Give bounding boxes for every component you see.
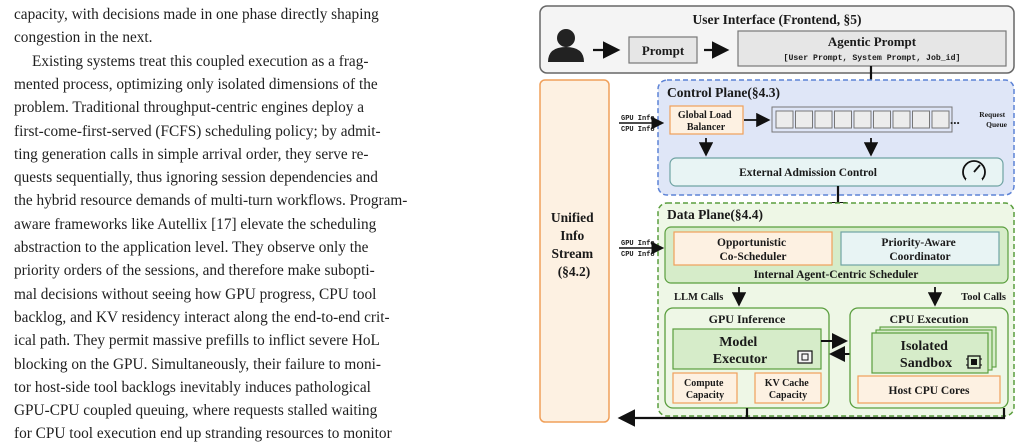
architecture-figure: User Interface (Frontend, §5) Prompt Age…	[536, 0, 1019, 445]
body-text-line: Existing systems treat this coupled exec…	[32, 52, 369, 70]
gauge-icon	[962, 160, 986, 184]
body-text-line: quests sequentially, thus ignoring sessi…	[14, 169, 378, 187]
request-queue	[771, 106, 953, 133]
queue-slot	[775, 110, 794, 129]
svg-text:CPU Execution: CPU Execution	[890, 312, 969, 326]
queue-slot	[795, 110, 813, 129]
queue-slot	[814, 110, 833, 129]
body-text-line: tor host-side tool backlogs inevitably i…	[14, 378, 371, 396]
svg-text:Global Load Balancer: Global Load Balancer	[678, 110, 734, 133]
body-text-line: priority orders of the sessions, and the…	[14, 262, 375, 280]
svg-text:Opportunistic Co-Scheduler: Opportunistic Co-Scheduler	[717, 237, 789, 263]
queue-slot	[892, 110, 911, 129]
svg-text:Model Executor: Model Executor	[713, 335, 767, 367]
cpu-info-label-1: CPU Info	[621, 126, 655, 134]
svg-text:Isolated Sandbox: Isolated Sandbox	[900, 339, 952, 371]
body-text-line: backlog, and KV residency interact along…	[14, 308, 390, 326]
body-text-line: mal decisions without seeing how GPU pro…	[14, 285, 377, 303]
kv-cache-capacity-box	[754, 372, 822, 404]
host-cpu-cores-box	[857, 375, 1001, 404]
queue-slot	[931, 110, 950, 129]
body-text-line: aware frameworks like Autellix [17] elev…	[14, 215, 377, 233]
queue-outline	[771, 106, 953, 133]
body-text-line: problem. Traditional throughput-centric …	[14, 99, 365, 117]
body-text-line: mented process, optimizing only isolated…	[14, 75, 378, 93]
queue-slot	[912, 110, 930, 129]
opportunistic-co-scheduler-box	[673, 231, 833, 266]
llm-calls-label: LLM Calls	[674, 292, 723, 303]
svg-text:Compute Capacity: Compute Capacity	[684, 378, 726, 401]
body-text-line: capacity, with decisions made in one pha…	[14, 6, 379, 23]
body-text-line: abstraction to the application level. Th…	[14, 239, 369, 256]
svg-text:Agentic Prompt: Agentic Prompt	[828, 34, 917, 49]
svg-text:Host CPU Cores: Host CPU Cores	[889, 385, 970, 397]
svg-text:Prompt: Prompt	[642, 43, 685, 58]
queue-slot	[873, 110, 891, 129]
svg-text:Priority-Aware Coordinator: Priority-Aware Coordinator	[881, 237, 958, 263]
internal-scheduler-label: Internal Agent-Centric Scheduler	[754, 269, 919, 281]
queue-slot	[853, 110, 872, 129]
body-text-line: blocking on the GPU. Simultaneously, the…	[14, 355, 381, 373]
cpu-info-label-2: CPU Info	[621, 251, 655, 259]
body-text-line: ical path. They permit massive prefills …	[14, 332, 380, 350]
svg-text:[User Prompt, System Prompt, J: [User Prompt, System Prompt, Job_id]	[784, 53, 961, 63]
priority-aware-coordinator-box	[840, 231, 1000, 266]
svg-text:KV Cache Capacity: KV Cache Capacity	[765, 378, 811, 401]
body-text-line: for CPU tool execution end up stranding …	[14, 425, 392, 443]
data-plane-title: Data Plane(§4.4)	[667, 207, 763, 222]
prompt-box	[628, 36, 698, 64]
isolated-sandbox-box	[871, 332, 989, 374]
global-load-balancer-box	[669, 105, 744, 135]
queue-slot	[834, 110, 852, 129]
external-admission-control-box	[669, 157, 1004, 187]
cpu-chip-icon	[966, 355, 982, 369]
user-icon	[548, 29, 584, 62]
body-text-line: GPU-CPU coupled queuing, where requests …	[14, 402, 378, 420]
unified-info-stream-box	[539, 79, 610, 423]
queue-dots: ...	[950, 112, 960, 127]
gpu-chip-icon	[797, 350, 813, 364]
gpu-info-label-2: GPU Info	[621, 240, 655, 248]
control-plane-title: Control Plane(§4.3)	[667, 85, 780, 100]
svg-text:External Admission Control: External Admission Control	[739, 167, 877, 179]
tool-calls-label: Tool Calls	[961, 292, 1006, 303]
unified-info-stream-label: Unified Info Stream (§4.2)	[551, 210, 597, 279]
agentic-prompt-box	[737, 30, 1007, 67]
body-text-line: congestion in the next.	[14, 29, 153, 47]
ui-title: User Interface (Frontend, §5)	[693, 12, 862, 27]
body-text-line: first-come-first-served (FCFS) schedulin…	[14, 122, 381, 140]
compute-capacity-box	[672, 372, 738, 404]
body-text-line: ting generation calls in simple arrival …	[14, 145, 369, 163]
svg-text:GPU Inference: GPU Inference	[709, 312, 786, 326]
model-executor-box	[672, 328, 822, 370]
body-text-line: the hybrid resource demands of multi-tur…	[14, 192, 408, 210]
request-queue-label: Request Queue	[979, 110, 1007, 129]
gpu-info-label-1: GPU Info	[621, 115, 655, 123]
